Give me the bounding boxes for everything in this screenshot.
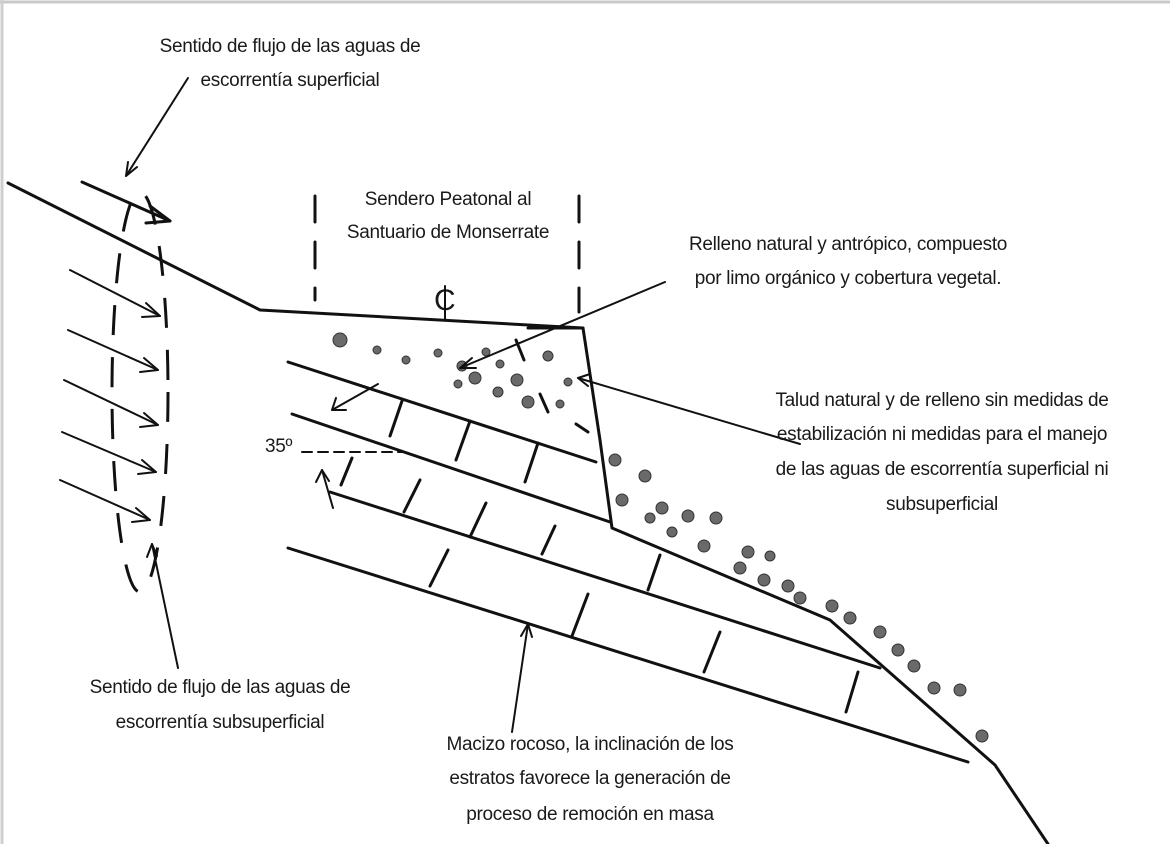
rock-strata: [286, 360, 970, 764]
svg-text:Macizo rocoso, la inclinación: Macizo rocoso, la inclinación de los: [446, 734, 733, 755]
svg-text:por limo orgánico y cobertura: por limo orgánico y cobertura vegetal.: [695, 268, 1002, 289]
svg-text:Talud natural y de relleno sin: Talud natural y de relleno sin medidas d…: [775, 390, 1108, 411]
label-surface-flow: Sentido de flujo de las aguas de escorre…: [160, 36, 421, 91]
svg-text:Sentido de flujo de las aguas: Sentido de flujo de las aguas de: [90, 677, 351, 698]
label-rock: Macizo rocoso, la inclinación de los est…: [446, 734, 733, 825]
svg-text:de las aguas de escorrentía su: de las aguas de escorrentía superficial …: [776, 459, 1109, 480]
ground-profile: [6, 181, 1050, 844]
subsurface-flow-arrows: [59, 269, 161, 523]
fill-debris: [332, 332, 989, 743]
svg-text:escorrentía subsuperficial: escorrentía subsuperficial: [116, 712, 325, 733]
svg-text:estratos favorece la generació: estratos favorece la generación de: [449, 768, 730, 789]
movement-arrow-1-head: [331, 397, 347, 411]
svg-text:subsuperficial: subsuperficial: [886, 494, 998, 515]
label-path: Sendero Peatonal al Santuario de Monserr…: [347, 189, 550, 243]
rock-joints: [339, 399, 860, 714]
subsurface-flow-zone: [110, 190, 170, 594]
movement-arrow-2: [321, 469, 334, 509]
label-slope: Talud natural y de relleno sin medidas d…: [775, 390, 1108, 515]
svg-text:Sentido de flujo de las aguas: Sentido de flujo de las aguas de: [160, 36, 421, 57]
surface-flow-arrow: [80, 180, 172, 223]
svg-text:estabilización ni medidas para: estabilización ni medidas para el manejo: [777, 424, 1107, 445]
callout-arrows: [125, 77, 801, 733]
centerline-symbol: C: [434, 284, 456, 321]
svg-text:Relleno natural y antrópico, c: Relleno natural y antrópico, compuesto: [689, 234, 1007, 255]
movement-arrow-2-head: [315, 469, 330, 483]
label-subsurface-flow: Sentido de flujo de las aguas de escorre…: [90, 677, 351, 733]
angle-label: 35º: [265, 436, 293, 457]
svg-text:Santuario de Monserrate: Santuario de Monserrate: [347, 222, 549, 243]
label-fill: Relleno natural y antrópico, compuesto p…: [689, 234, 1007, 289]
svg-text:proceso de remoción en masa: proceso de remoción en masa: [466, 804, 714, 825]
svg-text:escorrentía superficial: escorrentía superficial: [201, 70, 380, 91]
movement-arrow-1: [331, 383, 379, 411]
svg-text:Sendero Peatonal al: Sendero Peatonal al: [365, 189, 532, 210]
